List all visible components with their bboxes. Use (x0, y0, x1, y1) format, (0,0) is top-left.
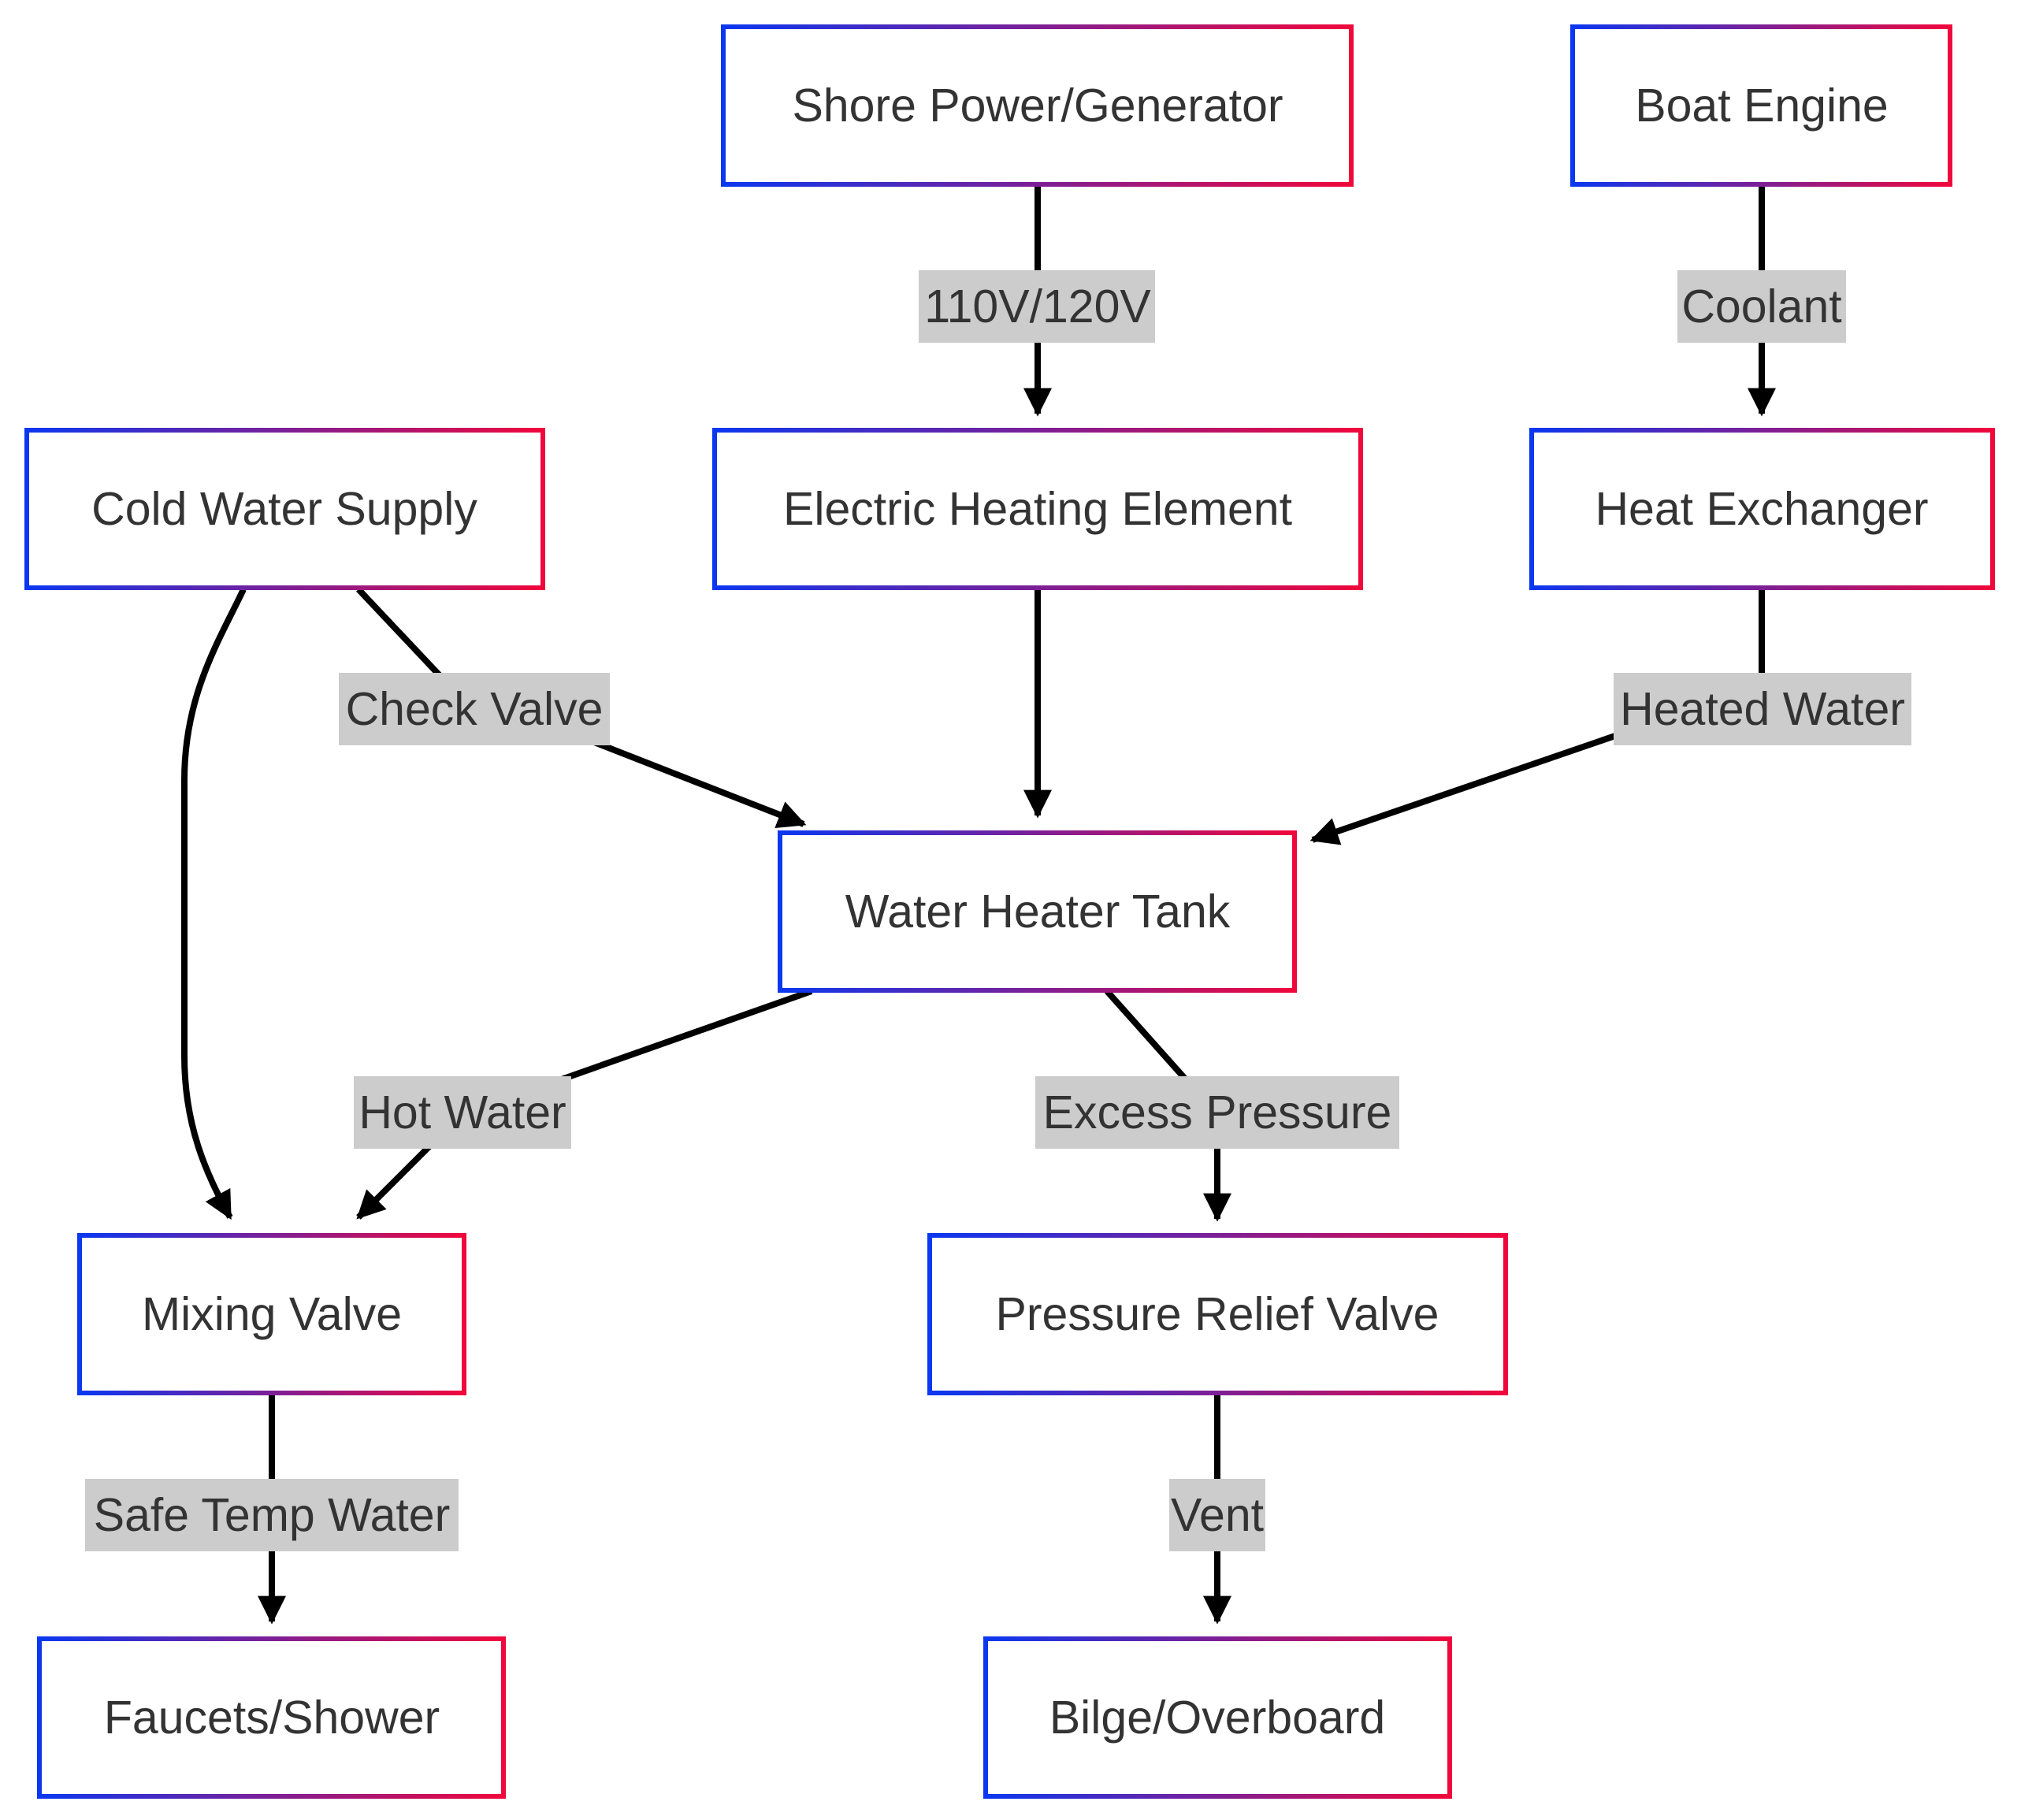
edge-label-check-valve: Check Valve (339, 673, 610, 745)
edge-label-safe-temp-text: Safe Temp Water (94, 1489, 451, 1541)
node-faucets-shower: Faucets/Shower (37, 1636, 506, 1799)
node-pressure-relief-valve-label: Pressure Relief Valve (996, 1288, 1439, 1340)
node-shore-power: Shore Power/Generator (721, 24, 1354, 187)
edge-labels: 110V/120V Coolant Check Valve Heated Wat… (85, 270, 1911, 1551)
node-water-heater-tank-label: Water Heater Tank (845, 886, 1231, 938)
edge-label-excess-pressure-text: Excess Pressure (1043, 1086, 1392, 1138)
node-faucets-shower-label: Faucets/Shower (104, 1692, 440, 1744)
node-heat-exchanger: Heat Exchanger (1529, 428, 1995, 590)
edge-cold-to-mixing (181, 588, 247, 1220)
edge-label-heated-water: Heated Water (1614, 673, 1911, 745)
edge-label-coolant: Coolant (1677, 270, 1846, 343)
edge-label-vent-text: Vent (1171, 1489, 1264, 1541)
node-bilge-overboard-label: Bilge/Overboard (1049, 1692, 1385, 1744)
node-water-heater-tank: Water Heater Tank (778, 830, 1297, 993)
edge-label-check-valve-text: Check Valve (346, 683, 604, 735)
edge-label-110v: 110V/120V (919, 270, 1155, 343)
node-electric-heating-element: Electric Heating Element (712, 428, 1363, 590)
node-cold-water-supply: Cold Water Supply (24, 428, 545, 590)
edge-label-110v-text: 110V/120V (924, 280, 1151, 332)
node-shore-power-label: Shore Power/Generator (792, 80, 1283, 132)
edge-label-hot-water: Hot Water (354, 1076, 571, 1149)
node-cold-water-supply-label: Cold Water Supply (91, 483, 477, 535)
node-mixing-valve-label: Mixing Valve (142, 1288, 402, 1340)
edge-label-excess-pressure: Excess Pressure (1035, 1076, 1399, 1149)
edge-label-vent: Vent (1169, 1479, 1265, 1551)
node-boat-engine: Boat Engine (1570, 24, 1952, 187)
node-mixing-valve: Mixing Valve (77, 1233, 466, 1395)
edge-label-coolant-text: Coolant (1681, 280, 1841, 332)
edge-label-safe-temp: Safe Temp Water (85, 1479, 459, 1551)
node-electric-heating-element-label: Electric Heating Element (783, 483, 1292, 535)
node-pressure-relief-valve: Pressure Relief Valve (927, 1233, 1508, 1395)
edge-label-hot-water-text: Hot Water (358, 1086, 566, 1138)
nodes: Shore Power/Generator Boat Engine Cold W… (24, 24, 1995, 1799)
edge-label-heated-water-text: Heated Water (1620, 683, 1905, 735)
node-heat-exchanger-label: Heat Exchanger (1595, 483, 1928, 535)
node-bilge-overboard: Bilge/Overboard (983, 1636, 1452, 1799)
node-boat-engine-label: Boat Engine (1635, 80, 1888, 132)
